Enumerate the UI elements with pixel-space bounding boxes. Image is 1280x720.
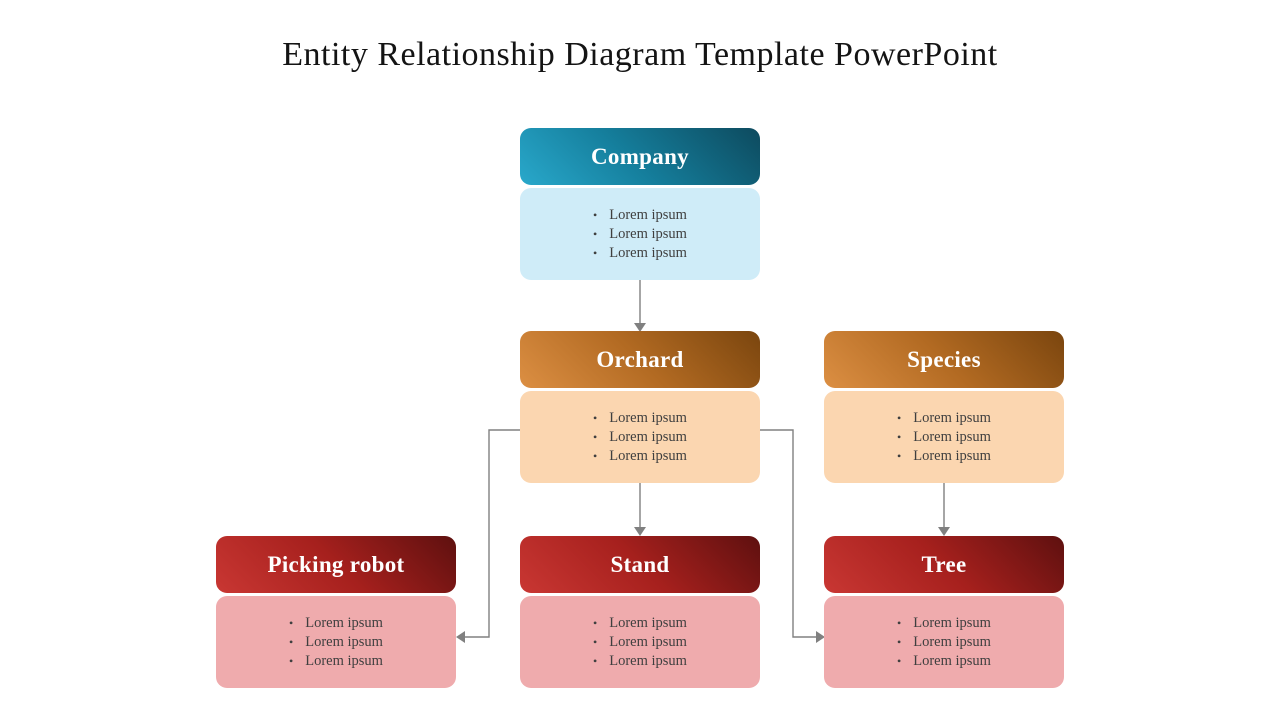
bullet-item: Lorem ipsum	[897, 614, 991, 633]
entity-label: Orchard	[596, 346, 684, 372]
entity-header-stand: Stand	[520, 536, 760, 593]
entity-box-stand: Stand Lorem ipsum Lorem ipsum Lorem ipsu…	[520, 536, 760, 688]
entity-body-species: Lorem ipsum Lorem ipsum Lorem ipsum	[824, 391, 1064, 483]
entity-body-tree: Lorem ipsum Lorem ipsum Lorem ipsum	[824, 596, 1064, 688]
connector-orchard-stand	[634, 483, 646, 536]
bullet-item: Lorem ipsum	[593, 633, 687, 652]
bullet-list: Lorem ipsum Lorem ipsum Lorem ipsum	[289, 614, 383, 671]
entity-header-company: Company	[520, 128, 760, 185]
entity-body-orchard: Lorem ipsum Lorem ipsum Lorem ipsum	[520, 391, 760, 483]
connector-orchard-picking-robot	[456, 429, 520, 643]
bullet-list: Lorem ipsum Lorem ipsum Lorem ipsum	[593, 409, 687, 466]
bullet-item: Lorem ipsum	[897, 409, 991, 428]
bullet-item: Lorem ipsum	[593, 614, 687, 633]
bullet-item: Lorem ipsum	[289, 652, 383, 671]
arrowhead-down-icon	[938, 527, 950, 536]
bullet-item: Lorem ipsum	[897, 652, 991, 671]
entity-box-tree: Tree Lorem ipsum Lorem ipsum Lorem ipsum	[824, 536, 1064, 688]
connector-company-orchard	[634, 280, 646, 332]
page-title: Entity Relationship Diagram Template Pow…	[282, 36, 998, 73]
bullet-item: Lorem ipsum	[593, 428, 687, 447]
bullet-item: Lorem ipsum	[289, 614, 383, 633]
bullet-item: Lorem ipsum	[897, 428, 991, 447]
entity-label: Species	[907, 346, 981, 372]
bullet-item: Lorem ipsum	[593, 409, 687, 428]
bullet-list: Lorem ipsum Lorem ipsum Lorem ipsum	[897, 409, 991, 466]
bullet-item: Lorem ipsum	[897, 633, 991, 652]
entity-body-stand: Lorem ipsum Lorem ipsum Lorem ipsum	[520, 596, 760, 688]
entity-box-company: Company Lorem ipsum Lorem ipsum Lorem ip…	[520, 128, 760, 280]
entity-header-picking-robot: Picking robot	[216, 536, 456, 593]
entity-label: Picking robot	[267, 551, 405, 577]
bullet-list: Lorem ipsum Lorem ipsum Lorem ipsum	[593, 614, 687, 671]
entity-box-picking-robot: Picking robot Lorem ipsum Lorem ipsum Lo…	[216, 536, 456, 688]
entity-label: Stand	[610, 551, 670, 577]
entity-header-tree: Tree	[824, 536, 1064, 593]
arrowhead-left-icon	[456, 631, 465, 643]
entity-header-orchard: Orchard	[520, 331, 760, 388]
entity-box-orchard: Orchard Lorem ipsum Lorem ipsum Lorem ip…	[520, 331, 760, 483]
entity-body-company: Lorem ipsum Lorem ipsum Lorem ipsum	[520, 188, 760, 280]
bullet-item: Lorem ipsum	[593, 206, 687, 225]
bullet-item: Lorem ipsum	[897, 447, 991, 466]
bullet-list: Lorem ipsum Lorem ipsum Lorem ipsum	[897, 614, 991, 671]
bullet-item: Lorem ipsum	[593, 652, 687, 671]
entity-header-species: Species	[824, 331, 1064, 388]
bullet-item: Lorem ipsum	[593, 225, 687, 244]
bullet-item: Lorem ipsum	[593, 244, 687, 263]
arrowhead-down-icon	[634, 527, 646, 536]
bullet-item: Lorem ipsum	[593, 447, 687, 466]
entity-body-picking-robot: Lorem ipsum Lorem ipsum Lorem ipsum	[216, 596, 456, 688]
entity-box-species: Species Lorem ipsum Lorem ipsum Lorem ip…	[824, 331, 1064, 483]
bullet-item: Lorem ipsum	[289, 633, 383, 652]
connector-orchard-tree	[760, 429, 825, 643]
entity-label: Company	[591, 143, 689, 169]
connector-species-tree	[938, 483, 950, 536]
bullet-list: Lorem ipsum Lorem ipsum Lorem ipsum	[593, 206, 687, 263]
entity-label: Tree	[921, 551, 967, 577]
